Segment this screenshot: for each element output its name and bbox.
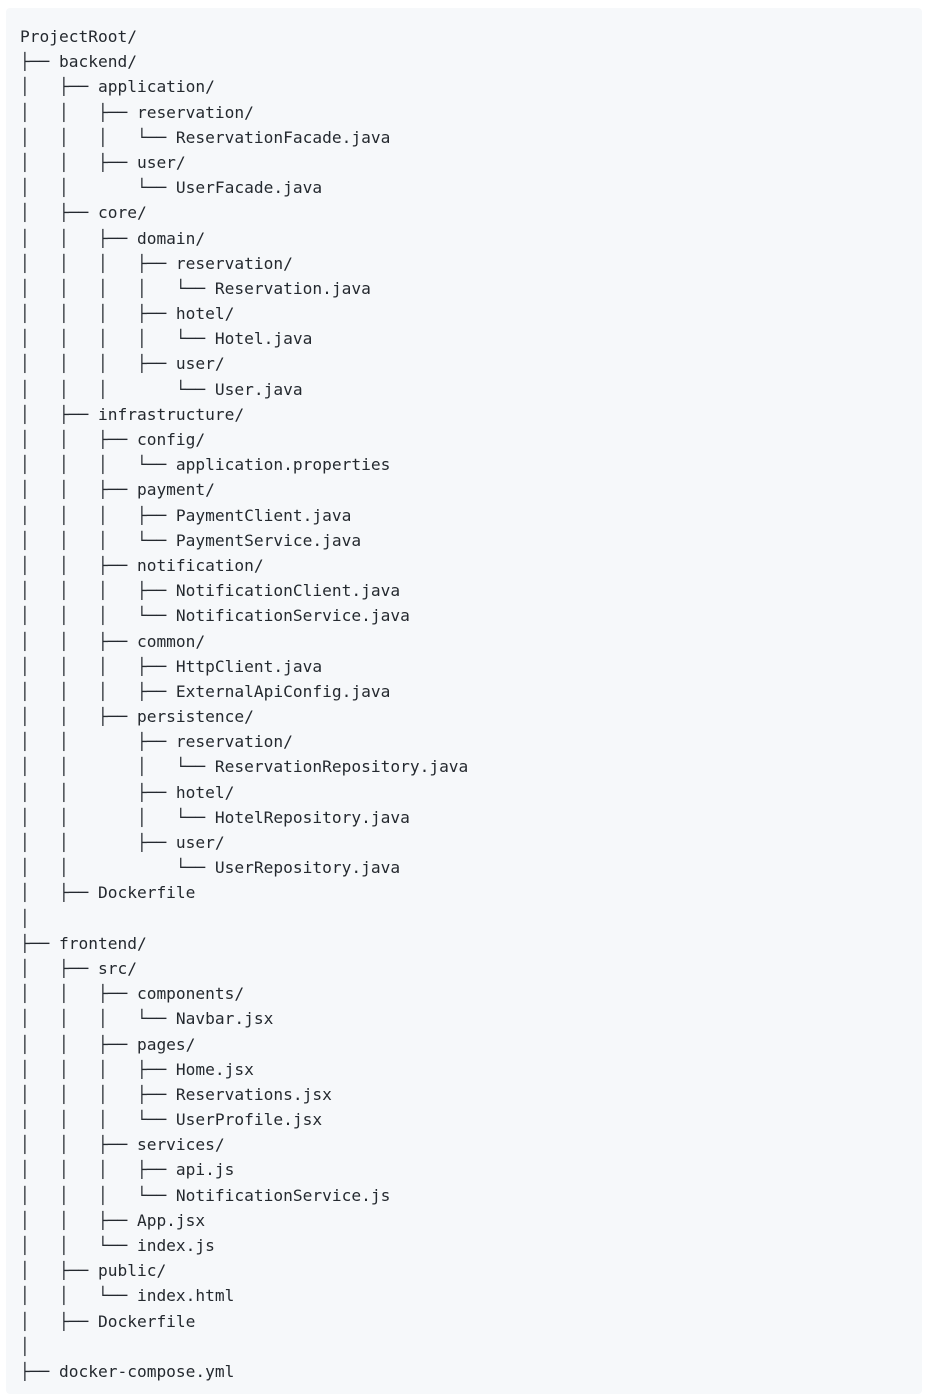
tree-line: │ [20, 908, 30, 928]
tree-line: │ │ ├── components/ [20, 984, 245, 1004]
tree-line: │ │ │ ├── Reservations.jsx [20, 1084, 332, 1104]
tree-line: │ │ │ └── Navbar.jsx [20, 1009, 274, 1029]
tree-line: │ │ ├── App.jsx [20, 1210, 206, 1230]
tree-line: │ │ │ ├── Home.jsx [20, 1059, 254, 1079]
tree-line: │ ├── application/ [20, 77, 215, 97]
tree-line: ProjectRoot/ [20, 27, 137, 46]
tree-line: │ │ │ ├── user/ [20, 354, 225, 374]
tree-line: │ │ ├── user/ [20, 152, 186, 172]
tree-line: │ │ ├── hotel/ [20, 782, 235, 802]
directory-tree: ProjectRoot/ ├── backend/ │ ├── applicatio… [20, 24, 922, 1394]
tree-line: │ │ └── UserRepository.java [20, 858, 401, 878]
tree-line: │ │ └── index.html [20, 1286, 235, 1306]
tree-line: │ │ │ ├── PaymentClient.java [20, 505, 352, 525]
tree-line: │ │ ├── user/ [20, 833, 225, 852]
tree-line: │ ├── core/ [20, 203, 147, 223]
tree-line: │ │ └── index.js [20, 1236, 215, 1255]
tree-line: │ │ │ ├── ExternalApiConfig.java [20, 681, 391, 701]
code-block: ProjectRoot/ ├── backend/ │ ├── applicatio… [6, 8, 922, 1394]
tree-line: │ │ │ └── ReservationRepository.java [20, 757, 469, 777]
tree-line: ├── docker-compose.yml [20, 1361, 235, 1381]
tree-line: │ │ │ │ └── Reservation.java [20, 278, 371, 298]
tree-line: │ │ │ ├── HttpClient.java [20, 656, 323, 676]
tree-line: │ │ ├── pages/ [20, 1034, 196, 1054]
tree-line: │ │ │ └── application.properties [20, 455, 391, 475]
tree-line: │ │ ├── domain/ [20, 228, 206, 248]
tree-line: │ │ │ └── NotificationService.js [20, 1185, 391, 1205]
tree-line: │ │ │ ├── hotel/ [20, 304, 235, 324]
tree-line: │ │ │ ├── NotificationClient.java [20, 581, 401, 601]
tree-line: │ │ ├── services/ [20, 1135, 225, 1155]
tree-line: │ │ ├── common/ [20, 631, 206, 651]
tree-line: │ │ │ └── UserProfile.jsx [20, 1110, 323, 1130]
tree-line: │ ├── infrastructure/ [20, 404, 245, 424]
tree-line: │ ├── Dockerfile [20, 883, 196, 903]
tree-line: │ │ │ ├── api.js [20, 1160, 235, 1180]
tree-line [20, 1384, 922, 1394]
tree-line: │ │ │ └── HotelRepository.java [20, 807, 410, 827]
tree-line: │ ├── public/ [20, 1261, 167, 1281]
tree-line: │ [20, 1336, 30, 1356]
tree-line: ├── frontend/ [20, 933, 147, 953]
tree-line: │ ├── Dockerfile [20, 1311, 196, 1331]
tree-line: │ │ │ └── User.java [20, 379, 303, 399]
tree-line: ├── backend/ [20, 52, 137, 72]
tree-line: │ │ ├── payment/ [20, 480, 215, 500]
tree-line: │ │ ├── reservation/ [20, 102, 254, 122]
tree-line: │ │ └── UserFacade.java [20, 178, 323, 198]
tree-line: │ │ │ └── ReservationFacade.java [20, 127, 391, 147]
tree-line: │ │ ├── persistence/ [20, 707, 254, 727]
tree-line: │ │ ├── reservation/ [20, 732, 293, 752]
tree-line: │ │ │ │ └── Hotel.java [20, 329, 313, 349]
tree-line: │ │ │ └── PaymentService.java [20, 530, 362, 550]
tree-line: │ ├── src/ [20, 958, 137, 978]
tree-line: │ │ │ ├── reservation/ [20, 253, 293, 273]
tree-line: │ │ │ └── NotificationService.java [20, 606, 410, 626]
tree-line: │ │ ├── config/ [20, 430, 206, 449]
tree-line: │ │ ├── notification/ [20, 555, 264, 575]
